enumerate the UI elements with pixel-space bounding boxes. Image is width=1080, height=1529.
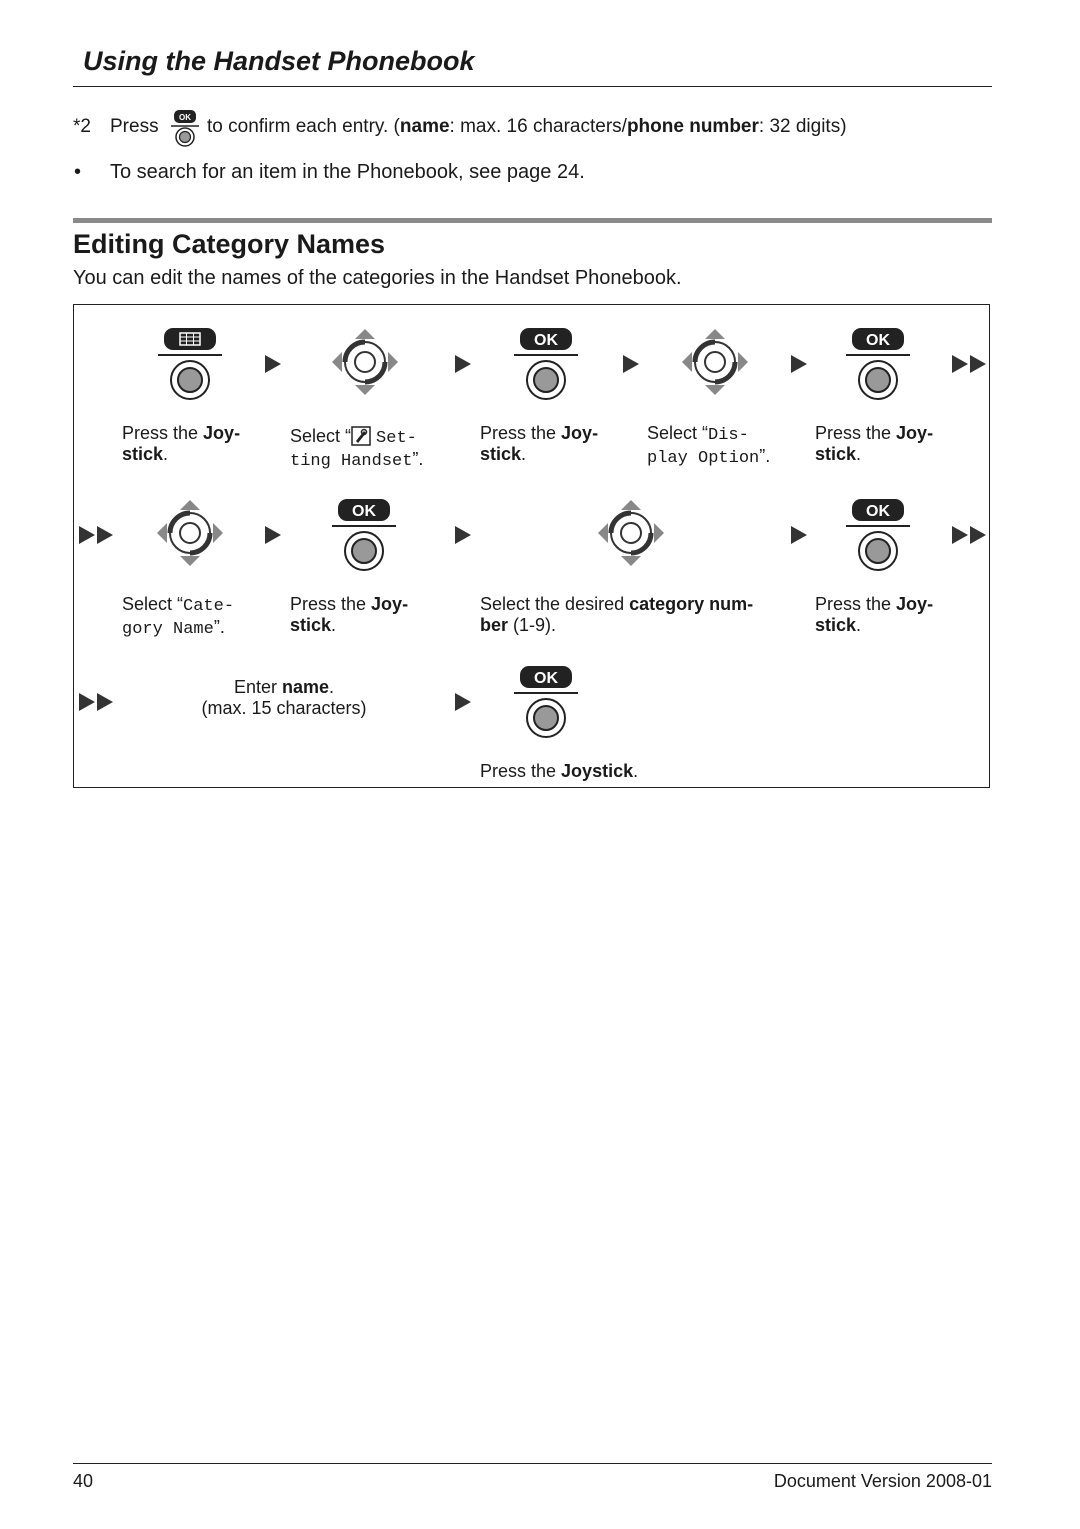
joystick-navigate-icon: [682, 329, 748, 395]
step-9-caption: Press the Joy-stick.: [815, 594, 934, 635]
ok-key-label: OK: [352, 503, 376, 520]
procedure-box: [73, 304, 990, 788]
ok-key-icon: OK: [514, 666, 578, 738]
step-1-caption: Press the Joy-stick.: [122, 423, 241, 464]
ok-key-icon: OK: [514, 328, 578, 400]
triangle-right-icon: [455, 355, 471, 373]
section-intro: You can edit the names of the categories…: [73, 267, 682, 289]
ok-key-icon: OK: [171, 110, 199, 147]
step-10-caption: Enter name.(max. 15 characters): [201, 677, 367, 718]
step-6-caption: Select “Cate-gory Name”.: [122, 594, 235, 639]
section-title: Editing Category Names: [73, 229, 386, 259]
joystick-navigate-icon: [332, 329, 398, 395]
footnote-marker: *2: [73, 116, 91, 137]
ok-key-label: OK: [534, 332, 558, 349]
page-header-title: Using the Handset Phonebook: [83, 46, 475, 76]
header-rule: [73, 86, 992, 87]
triangle-right-icon: [265, 355, 281, 373]
joystick-navigate-icon: [157, 500, 223, 566]
ok-key-icon: OK: [332, 499, 396, 571]
ok-key-label: OK: [179, 113, 191, 122]
ok-key-label: OK: [866, 503, 890, 520]
triangle-right-icon: [455, 526, 471, 544]
ok-key-label: OK: [534, 670, 558, 687]
document-version: Document Version 2008-01: [773, 1471, 992, 1491]
step-2-caption: Select “ Set-ting Handset”.: [290, 426, 424, 471]
triangle-right-icon: [455, 693, 471, 711]
step-3-caption: Press the Joy-stick.: [480, 423, 599, 464]
step-7-caption: Press the Joy-stick.: [290, 594, 409, 635]
step-4-caption: Select “Dis-play Option”.: [647, 423, 771, 468]
joystick-navigate-icon: [598, 500, 664, 566]
double-triangle-right-icon: [79, 693, 113, 711]
double-triangle-right-icon: [79, 526, 113, 544]
page-number: 40: [73, 1471, 94, 1491]
triangle-right-icon: [791, 355, 807, 373]
ok-key-icon: OK: [846, 499, 910, 571]
double-triangle-right-icon: [952, 526, 986, 544]
triangle-right-icon: [265, 526, 281, 544]
handset-setting-icon: [351, 426, 371, 446]
triangle-right-icon: [791, 526, 807, 544]
step-5-caption: Press the Joy-stick.: [815, 423, 934, 464]
triangle-right-icon: [623, 355, 639, 373]
ok-key-label: OK: [866, 332, 890, 349]
footnote-text: to confirm each entry. (name: max. 16 ch…: [207, 116, 847, 137]
step-11-caption: Press the Joystick.: [480, 761, 639, 781]
section-rule: [73, 218, 992, 223]
footer-rule: [73, 1463, 992, 1464]
ok-key-icon: OK: [846, 328, 910, 400]
step-8-caption: Select the desired category num-ber (1-9…: [480, 594, 754, 635]
bullet-glyph: •: [74, 161, 82, 183]
footnote-press: Press: [110, 116, 159, 137]
menu-key-icon: [158, 328, 222, 400]
double-triangle-right-icon: [952, 355, 986, 373]
bullet-search-text: To search for an item in the Phonebook, …: [110, 161, 585, 183]
